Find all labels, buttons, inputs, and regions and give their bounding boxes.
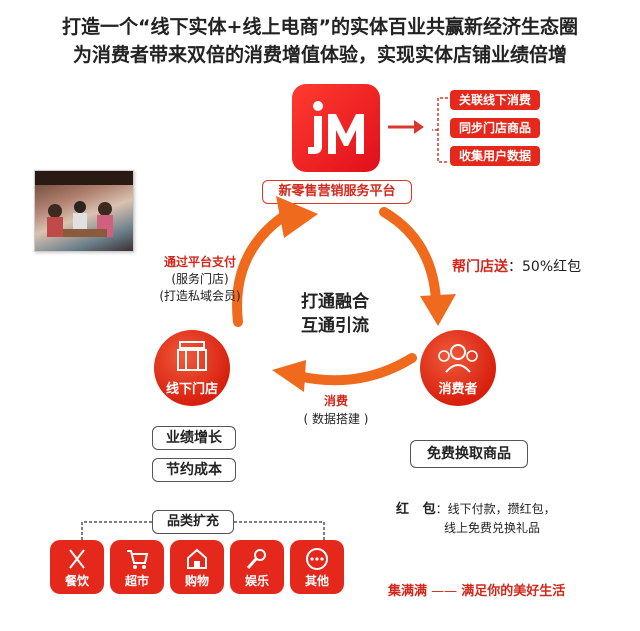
category-label: 餐饮: [64, 574, 89, 588]
pay-line-3: (打造私域会员): [159, 289, 241, 303]
benefit-growth: 业绩增长: [152, 426, 236, 450]
center-line-1: 打通融合: [301, 292, 369, 312]
free-goods-box: 免费换取商品: [410, 440, 528, 468]
category-title: 品类扩充: [152, 510, 234, 534]
platform-logo: [292, 84, 380, 172]
slogan-text: 满足你的美好生活: [461, 584, 566, 599]
slogan-dash: ——: [431, 584, 458, 599]
category-label: 超市: [124, 574, 149, 588]
platform-label: 新零售营销服务平台: [262, 180, 412, 204]
shop-icon: [187, 548, 207, 569]
category-entertainment[interactable]: 娱乐: [230, 540, 284, 594]
store-photo-scene: [35, 171, 133, 237]
feature-bracket: [432, 97, 448, 163]
arrow-head-consumer: [420, 294, 456, 326]
center-text: 打通融合 互通引流: [290, 290, 380, 338]
pay-title: 通过平台支付: [163, 255, 236, 269]
category-label: 其他: [304, 574, 329, 588]
slogan-brand: 集满满: [388, 584, 428, 599]
jm-logo-icon: [308, 101, 364, 154]
consume-sub: ( 数据搭建 ): [303, 412, 369, 426]
category-label: 购物: [184, 574, 209, 588]
redpacket-title: 红 包: [396, 502, 436, 517]
category-dining[interactable]: 餐饮: [50, 540, 104, 594]
store-payment-text: 通过平台支付 (服务门店) (打造私域会员): [150, 254, 250, 305]
benefit-save-cost: 节约成本: [152, 458, 236, 482]
arrow-consumer-to-store: [293, 353, 417, 386]
center-line-2: 互通引流: [301, 316, 369, 336]
help-title: 帮门店送: [452, 259, 508, 275]
cart-icon: [127, 550, 149, 569]
consume-title: 消费: [323, 394, 348, 408]
redpacket-note: 红 包：线下付款，攒红包， 线上免费兑换礼品: [396, 500, 556, 537]
users-icon: [438, 344, 478, 373]
slogan: 集满满 —— 满足你的美好生活: [388, 580, 565, 599]
pay-line-2: (服务门店): [171, 272, 229, 286]
feature-sync-goods: 同步门店商品: [450, 118, 540, 138]
store-photo: [34, 170, 134, 252]
help-value: ：50%红包: [508, 259, 582, 275]
feature-link-offline: 关联线下消费: [450, 90, 540, 110]
feature-collect-data: 收集用户数据: [450, 146, 540, 166]
headline-line-1: 打造一个“线下实体+线上电商”的实体百业共赢新经济生态圈: [62, 16, 578, 38]
help-store-text: 帮门店送：50%红包: [452, 256, 581, 276]
consumer-label: 消费者: [438, 382, 478, 397]
category-supermarket[interactable]: 超市: [110, 540, 164, 594]
headline-line-2: 为消费者带来双倍的消费增值体验，实现实体店铺业绩倍增: [72, 44, 567, 66]
category-other[interactable]: 其他: [290, 540, 344, 594]
redpacket-line-2: 线上免费兑换礼品: [444, 521, 541, 535]
consumer-circle: 消费者: [420, 330, 496, 406]
arrow-head-store: [272, 360, 306, 392]
store-circle: 线下门店: [154, 330, 230, 406]
storefront-icon: [177, 341, 207, 371]
category-label: 娱乐: [244, 574, 269, 588]
arrow-platform-to-consumer: [379, 207, 441, 305]
consume-text: 消费 ( 数据搭建 ): [296, 392, 376, 428]
right-arrow-icon: [388, 120, 424, 134]
store-label: 线下门店: [165, 382, 218, 397]
microphone-icon: [246, 549, 266, 569]
more-icon: [306, 548, 328, 570]
redpacket-line-1: ：线下付款，攒红包，: [435, 502, 556, 516]
arrow-store-to-platform: [232, 207, 295, 327]
dining-icon: [69, 549, 85, 569]
category-shopping[interactable]: 购物: [170, 540, 224, 594]
arrow-head-platform: [276, 196, 318, 238]
